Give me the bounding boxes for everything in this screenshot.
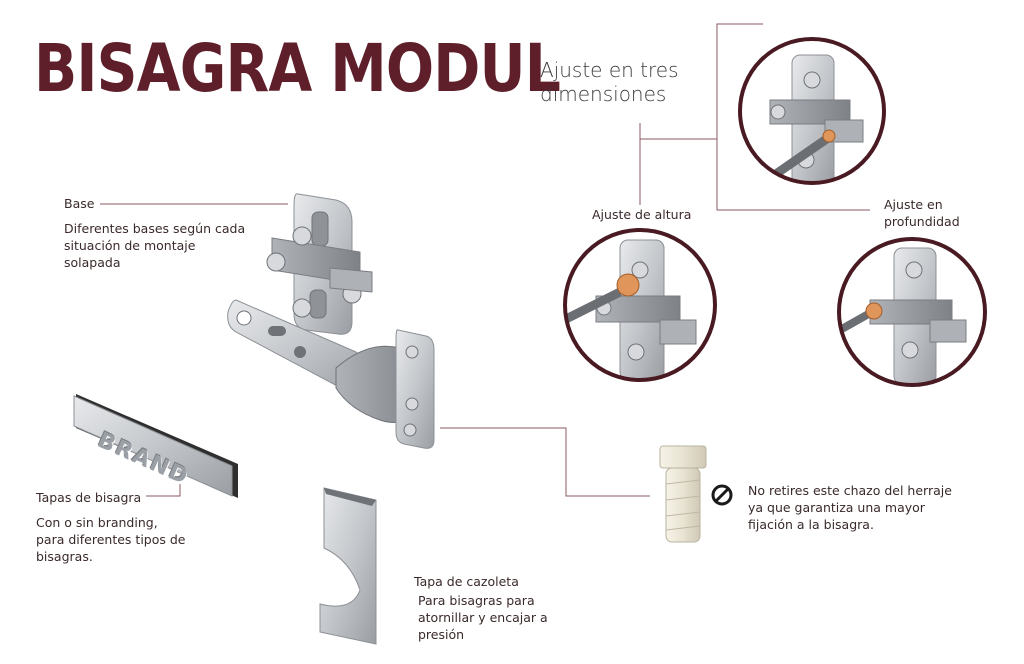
detail-circle-top — [740, 39, 884, 183]
adjustment-heading: Ajuste en tres dimensiones — [540, 58, 679, 106]
cup-cover-illustration — [319, 487, 377, 645]
detail-circle-top-ring — [738, 37, 886, 185]
detail-circle-depth-ring — [837, 237, 987, 387]
height-adjust-label: Ajuste de altura — [592, 207, 692, 222]
base-heading: Base — [64, 196, 95, 211]
base-description: Diferentes bases según cada situación de… — [64, 221, 246, 270]
caps-description: Con o sin branding, para diferentes tipo… — [36, 515, 186, 564]
prohibited-icon — [711, 484, 733, 506]
detail-circle-height-ring — [563, 228, 717, 382]
adjustment-leader-lines — [639, 23, 870, 211]
base-plate-illustration — [266, 193, 373, 335]
dowel-illustration — [659, 445, 707, 543]
caps-heading: Tapas de bisagra — [36, 490, 142, 505]
cup-cover-heading: Tapa de cazoleta — [414, 574, 519, 589]
depth-adjust-label: Ajuste en profundidad — [884, 197, 960, 229]
page-title: BISAGRA MODUL — [34, 30, 561, 107]
hinge-arm-illustration — [227, 299, 435, 449]
dowel-warning: No retires este chazo del herraje ya que… — [748, 483, 952, 532]
caps-leader-line — [146, 484, 181, 497]
brand-cap-illustration — [73, 394, 238, 498]
dowel-leader-line — [440, 427, 650, 497]
detail-circle-height — [565, 230, 715, 380]
detail-circle-depth — [839, 239, 985, 385]
cup-cover-description: Para bisagras para atornillar y encajar … — [418, 593, 548, 642]
